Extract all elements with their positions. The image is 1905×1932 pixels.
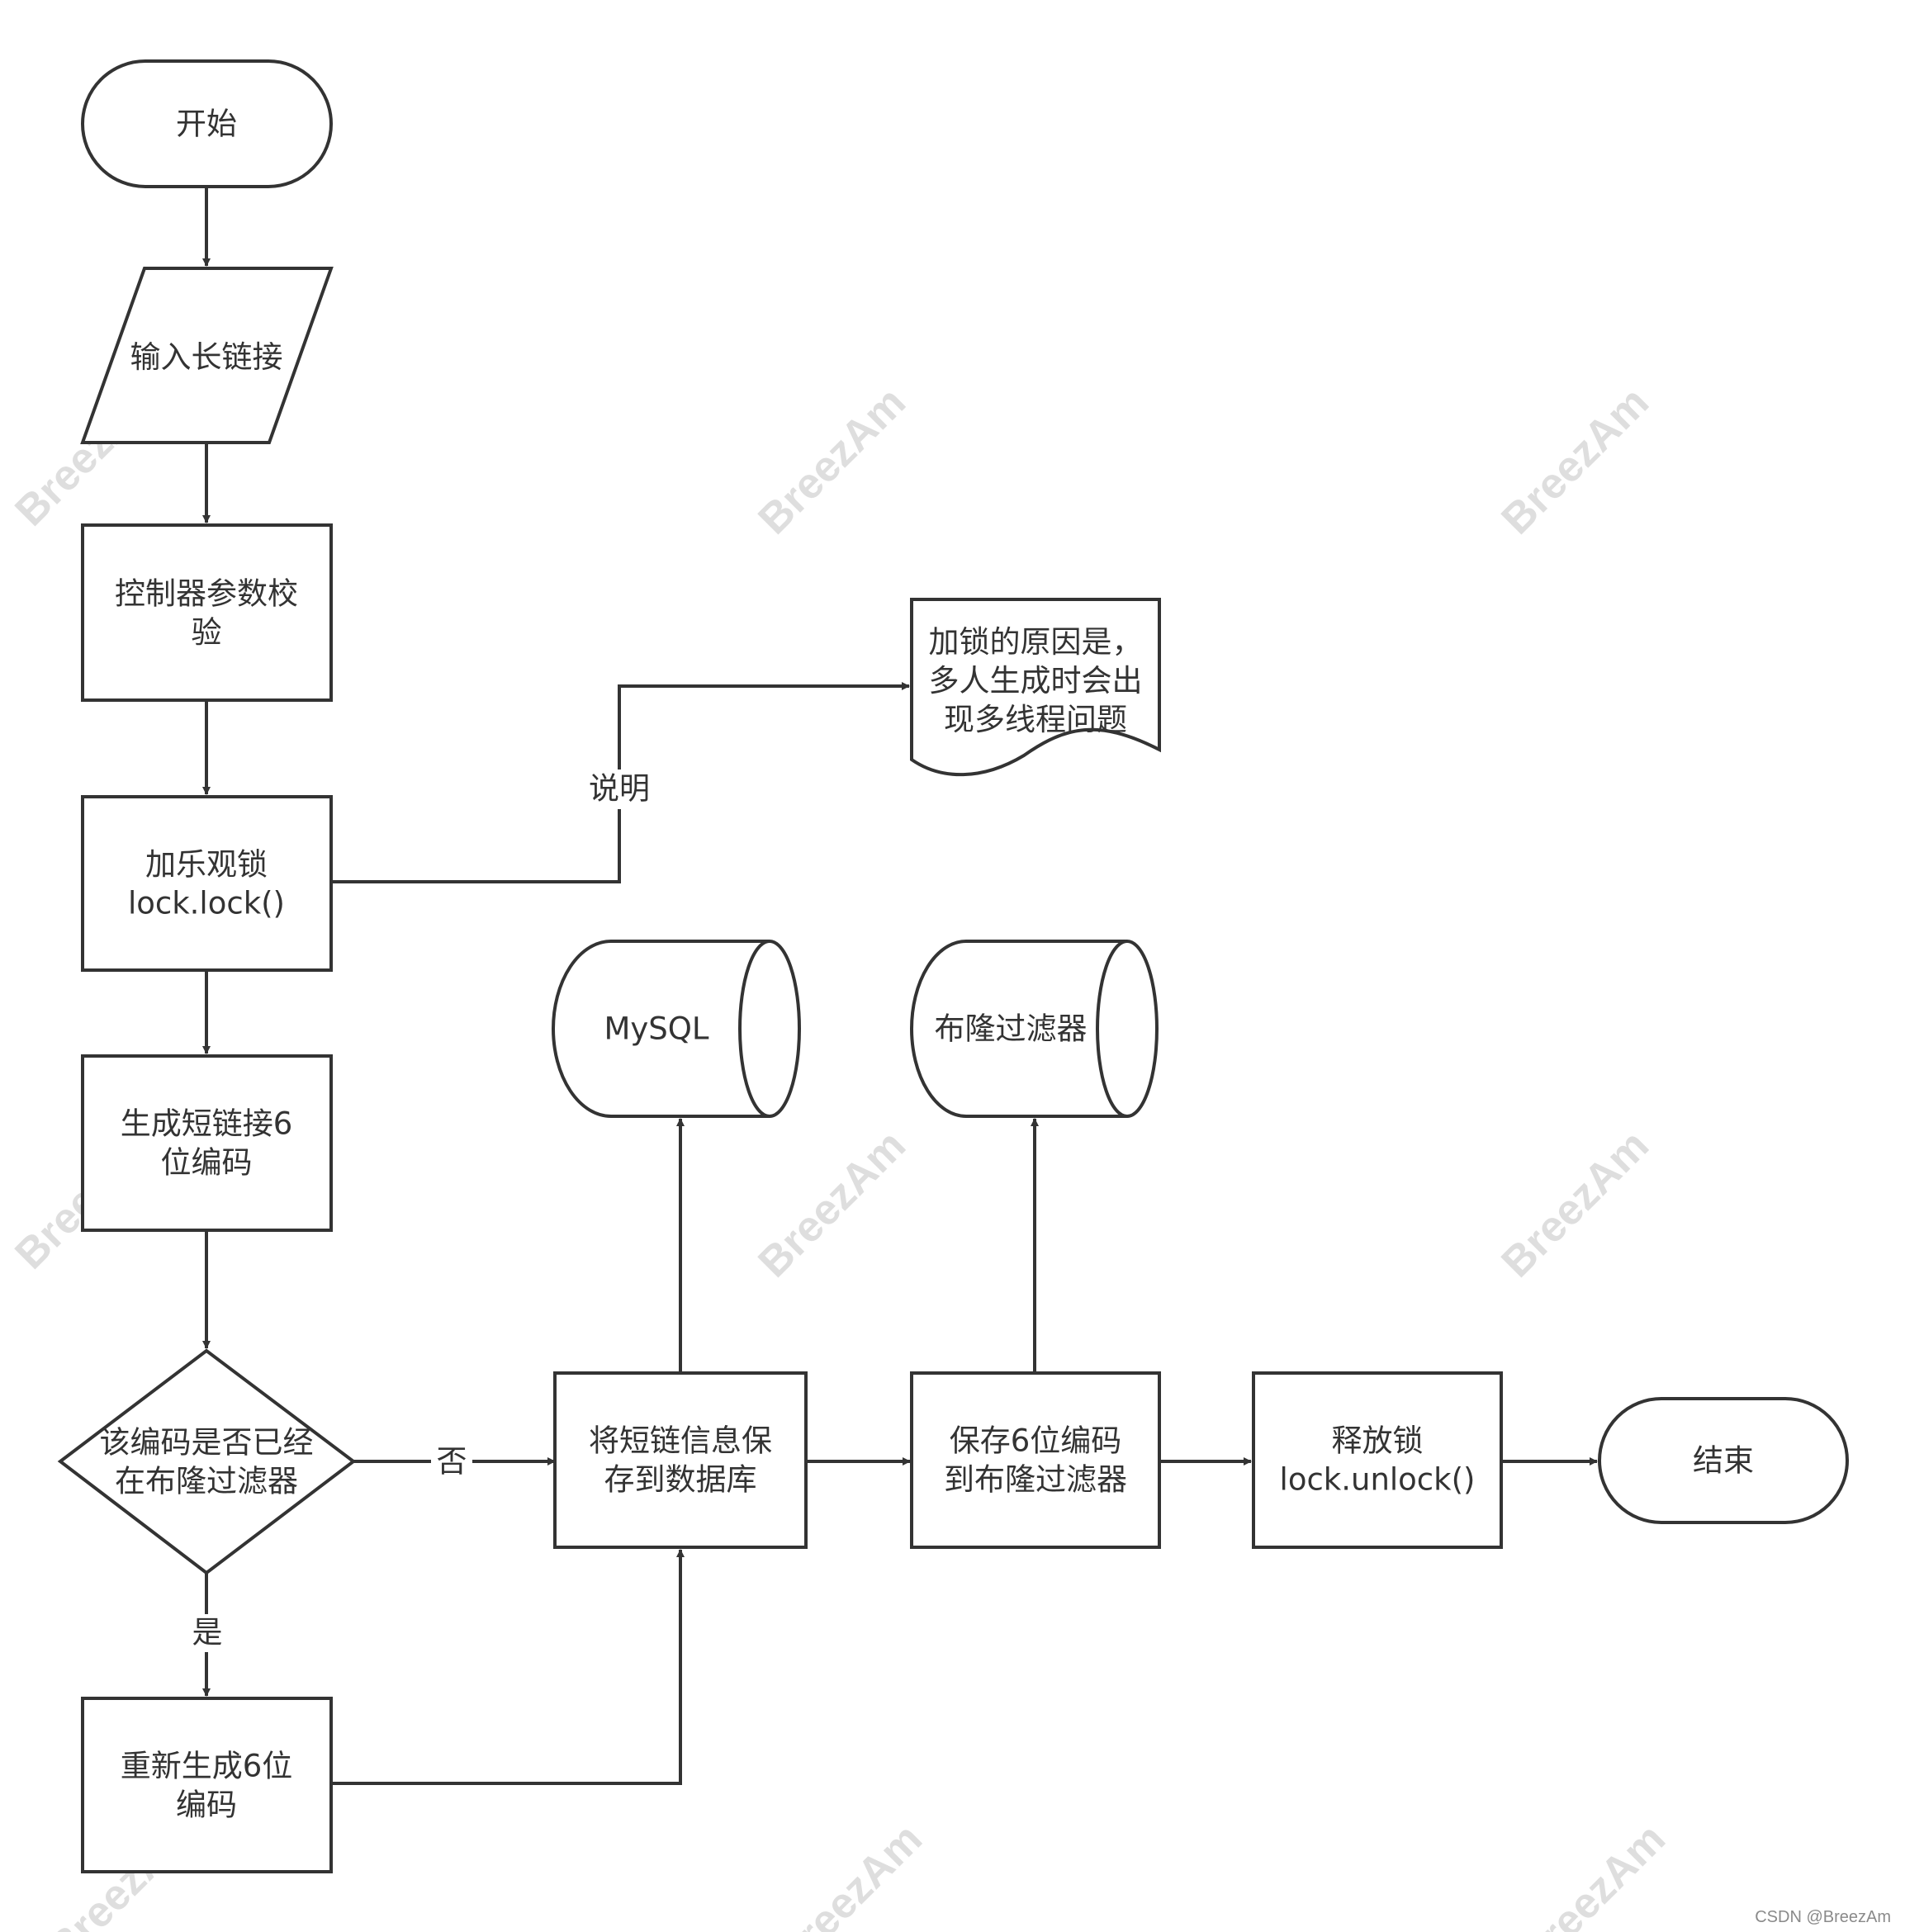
label-line: 保存6位编码 <box>950 1423 1122 1459</box>
label-line: 生成短链接6 <box>121 1106 293 1142</box>
label-line: lock.unlock() <box>1280 1462 1476 1498</box>
end-label: 结束 <box>1693 1443 1754 1479</box>
label-line: 释放锁 <box>1332 1423 1424 1459</box>
label-line: 加锁的原因是， <box>929 624 1143 660</box>
parallelogram-shape <box>80 267 334 444</box>
decision-label: 该编码是否已经在布隆过滤器 <box>100 1425 314 1499</box>
label-line: 存到数据库 <box>604 1462 757 1498</box>
label-line: 该编码是否已经 <box>100 1425 314 1461</box>
mysql-label: MySQL <box>604 1011 708 1047</box>
edge-label-yes: 是 <box>192 1615 223 1650</box>
document-shape <box>910 598 1161 777</box>
label-line: 现多线程问题 <box>944 702 1127 737</box>
process-shape <box>81 523 333 702</box>
watermark: BreezAm <box>1492 1121 1657 1286</box>
node-bloom-store: 布隆过滤器 <box>910 940 1159 1118</box>
label-line: 将短链信息保 <box>589 1423 772 1459</box>
note-label: 加锁的原因是，多人生成时会出现多线程问题 <box>929 624 1143 737</box>
label-line: 到布隆过滤器 <box>944 1462 1127 1498</box>
node-decision: 该编码是否已经在布隆过滤器 <box>57 1348 357 1575</box>
label-line: 在布隆过滤器 <box>115 1464 298 1499</box>
edge-label-no: 否 <box>437 1444 467 1480</box>
label-line: 多人生成时会出 <box>929 663 1143 698</box>
label-line: 控制器参数校 <box>115 576 298 612</box>
process-shape <box>553 1371 808 1549</box>
bloom-store-label: 布隆过滤器 <box>935 1011 1088 1047</box>
label-line: 位编码 <box>161 1145 253 1181</box>
node-note: 加锁的原因是，多人生成时会出现多线程问题 <box>910 598 1161 777</box>
node-start: 开始 <box>81 59 333 188</box>
diamond-shape <box>57 1348 357 1575</box>
label-line: 输入长链接 <box>130 339 283 375</box>
watermark: BreezAm <box>1492 378 1657 543</box>
edge-regenerate-savedb <box>331 1549 685 1785</box>
database-inner-arc <box>738 940 770 1118</box>
watermark: BreezAm <box>749 1121 914 1286</box>
regenerate-label: 重新生成6位编码 <box>121 1749 293 1823</box>
node-end: 结束 <box>1598 1397 1849 1524</box>
process-shape <box>1252 1371 1503 1549</box>
start-label: 开始 <box>176 107 237 142</box>
edge-label-note: 说明 <box>589 771 650 807</box>
terminal-shape <box>81 59 333 188</box>
node-save-bloom: 保存6位编码到布隆过滤器 <box>910 1371 1161 1549</box>
process-shape <box>81 1697 333 1873</box>
watermark: BreezAm <box>1509 1815 1674 1932</box>
node-validate: 控制器参数校验 <box>81 523 333 702</box>
node-save-db: 将短链信息保存到数据库 <box>553 1371 808 1549</box>
terminal-shape <box>1598 1397 1849 1524</box>
watermark: BreezAm <box>765 1815 931 1932</box>
label-line: 编码 <box>176 1788 237 1823</box>
label-line: lock.lock() <box>128 886 285 921</box>
edge-labels: 说明 否 是 <box>187 769 658 1652</box>
save-db-label: 将短链信息保存到数据库 <box>589 1423 772 1498</box>
process-shape <box>81 1054 333 1232</box>
label-line: 验 <box>192 615 222 651</box>
watermark: BreezAm <box>749 378 914 543</box>
process-shape <box>910 1371 1161 1549</box>
database-inner-arc <box>1096 940 1128 1118</box>
node-mysql: MySQL <box>552 940 801 1118</box>
label-line: 重新生成6位 <box>121 1749 293 1784</box>
node-input: 输入长链接 <box>80 267 334 444</box>
label-line: 加乐观锁 <box>145 847 268 883</box>
node-regenerate: 重新生成6位编码 <box>81 1697 333 1873</box>
validate-label: 控制器参数校验 <box>115 576 298 651</box>
process-shape <box>81 795 333 972</box>
save-bloom-label: 保存6位编码到布隆过滤器 <box>944 1423 1127 1498</box>
credit-label: CSDN @BreezAm <box>1755 1908 1891 1926</box>
input-label: 输入长链接 <box>130 339 283 375</box>
